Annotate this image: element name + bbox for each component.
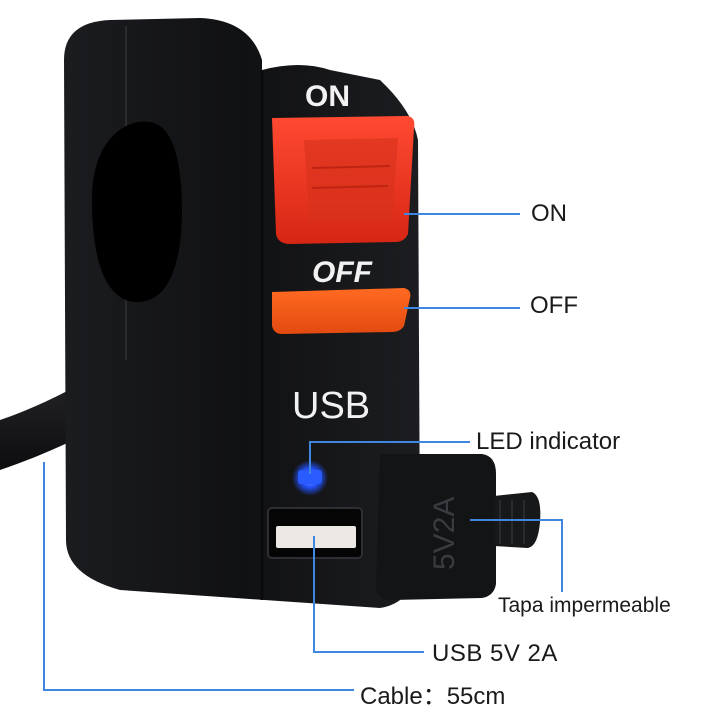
callout-cable: Cable：55cm xyxy=(360,683,506,710)
handlebar-hole xyxy=(92,121,182,303)
usb-port-tongue xyxy=(276,526,356,548)
waterproof-cap xyxy=(376,454,496,600)
led-indicator xyxy=(298,470,322,484)
off-rocker xyxy=(272,288,411,334)
device-off-label: OFF xyxy=(312,256,373,289)
callout-cap: Tapa impermeable xyxy=(498,594,671,617)
callout-off: OFF xyxy=(530,292,578,319)
leader-lines xyxy=(43,213,563,691)
callout-led: LED indicator xyxy=(476,428,621,455)
device-usb-label: USB xyxy=(292,385,370,427)
callout-on: ON xyxy=(531,200,567,227)
cap-embossed-label: 5V2A xyxy=(428,497,461,570)
callout-usb-rating: USB 5V 2A xyxy=(432,640,558,667)
device-on-label: ON xyxy=(305,80,350,113)
